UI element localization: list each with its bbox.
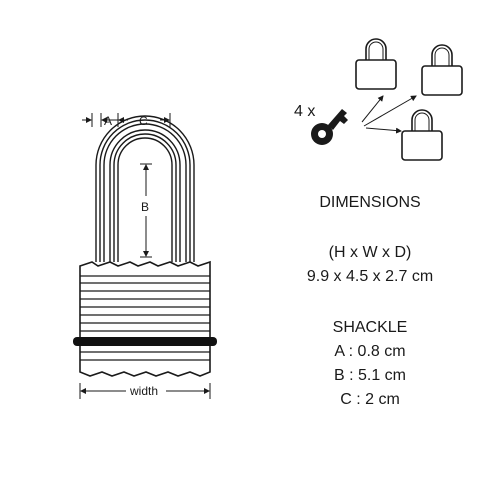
key-fits-arrows: [361, 95, 417, 134]
lock-icon: [355, 38, 397, 90]
shackle-title: SHACKLE: [332, 319, 408, 336]
dimension-label-width: width: [129, 384, 158, 398]
dimension-b: [140, 163, 152, 258]
shackle: [95, 115, 195, 262]
dimension-label-c: C: [139, 114, 148, 128]
shackle-c: C : 2 cm: [340, 391, 400, 408]
bumper-band: [73, 337, 217, 346]
dimension-label-a: A: [104, 114, 112, 128]
dimensions-values: (H x W x D) 9.9 x 4.5 x 2.7 cm: [270, 241, 470, 289]
dimensions-title: DIMENSIONS: [319, 194, 421, 211]
key-count: 4 x: [294, 103, 316, 120]
lock-icon: [421, 44, 463, 96]
key-icon: [311, 109, 348, 145]
padlock-illustration: [73, 115, 217, 377]
dimensions-axes: (H x W x D): [328, 244, 412, 261]
lock-icon: [401, 109, 443, 161]
dimension-label-b: B: [141, 200, 149, 214]
dimension-c: [117, 113, 171, 127]
shackle-a: A : 0.8 cm: [334, 343, 406, 360]
shackle-block: SHACKLE A : 0.8 cm B : 5.1 cm C : 2 cm: [270, 316, 470, 412]
dimensions-value: 9.9 x 4.5 x 2.7 cm: [306, 268, 434, 285]
dimension-a: [82, 113, 119, 127]
dimensions-block: DIMENSIONS: [270, 191, 470, 215]
dimension-width: [79, 383, 211, 399]
shackle-b: B : 5.1 cm: [333, 367, 407, 384]
lock-body: [73, 260, 217, 377]
